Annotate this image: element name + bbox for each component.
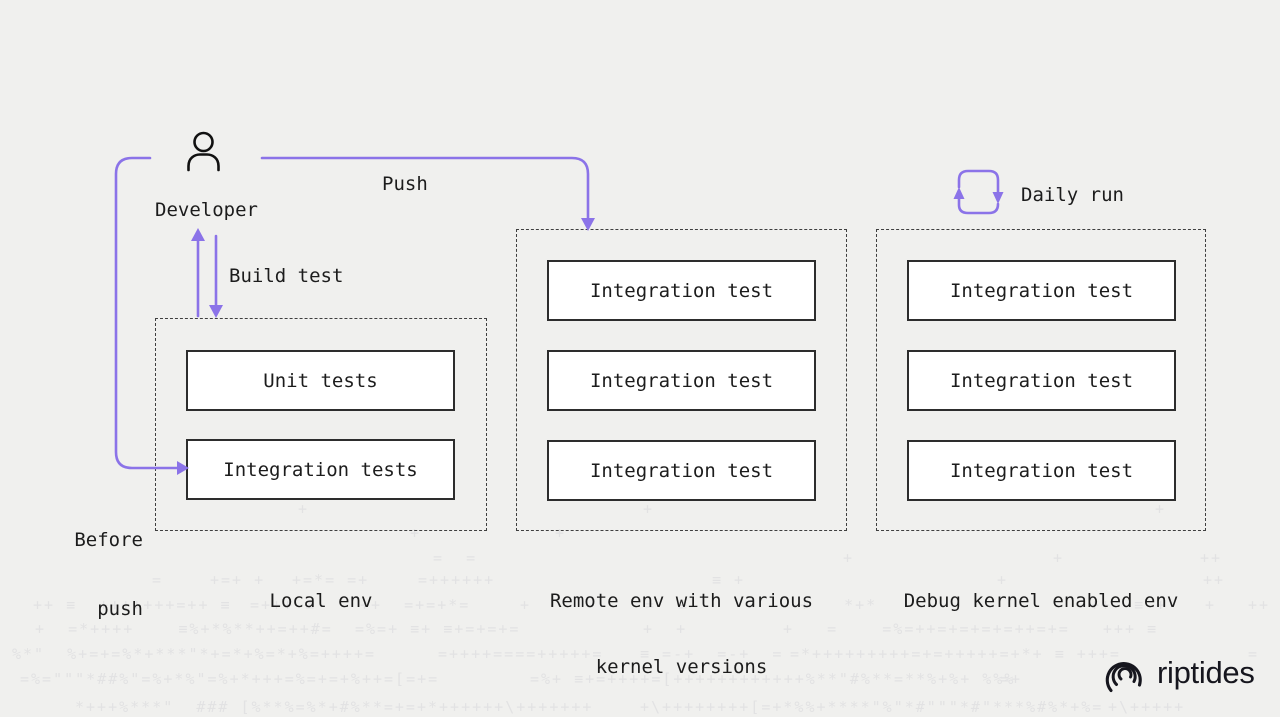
watermark-text: ++ =+=+*=	[360, 596, 471, 614]
watermark-text: *+++%***" ### [%**%=%*+#%**=+=+*++++++\+…	[75, 698, 594, 716]
watermark-text: ≡ =-+ =-+ =	[640, 645, 784, 663]
watermark-text: +	[520, 596, 532, 614]
integration-test-label: Integration test	[949, 459, 1134, 482]
developer-label: Developer	[155, 199, 258, 221]
watermark-text: =+	[1000, 670, 1023, 688]
watermark-text: ++	[1248, 596, 1271, 614]
remote-env-container: Integration test Integration test Integr…	[516, 229, 847, 531]
local-env-container: Unit tests Integration tests	[155, 318, 487, 531]
before-push-line-2: push	[97, 598, 143, 620]
riptides-wordmark: riptides	[1157, 655, 1255, 690]
watermark-text: + *+*	[800, 596, 878, 614]
integration-test-label: Integration test	[949, 279, 1134, 302]
watermark-text: +	[555, 524, 567, 542]
riptides-logo: riptides	[1103, 652, 1255, 698]
watermark-text: +	[643, 500, 655, 518]
integration-tests-box: Integration tests	[186, 439, 455, 500]
unit-tests-box: Unit tests	[186, 350, 455, 411]
watermark-text: =%+ ≡+=++++=[++++++++++++%**"#%**=**%+%+…	[530, 670, 1016, 688]
watermark-text: =++++====+++++=	[438, 645, 604, 663]
watermark-text: +	[1155, 500, 1167, 518]
local-env-caption: Local env	[155, 546, 487, 656]
integration-test-box: Integration test	[907, 350, 1176, 411]
watermark-text: +	[843, 549, 855, 567]
watermark-text: =++++++	[418, 571, 496, 589]
integration-test-label: Integration test	[589, 459, 774, 482]
watermark-text: =	[1248, 645, 1260, 663]
integration-test-label: Integration test	[589, 279, 774, 302]
watermark-text: +	[1205, 596, 1217, 614]
debug-env-container: Integration test Integration test Integr…	[876, 229, 1206, 531]
daily-run-label: Daily run	[1021, 184, 1124, 206]
remote-env-caption: Remote env with various kernel versions	[516, 546, 847, 717]
integration-test-box: Integration test	[547, 440, 816, 501]
daily-run-icon	[953, 169, 1004, 215]
unit-tests-label: Unit tests	[263, 369, 378, 392]
debug-env-caption-line: Debug kernel enabled env	[903, 590, 1179, 612]
watermark-text: + =*++++ ≡%+*%**++=++#=	[35, 620, 333, 638]
integration-tests-label: Integration tests	[223, 458, 418, 481]
riptides-swirl-icon	[1105, 662, 1142, 693]
build-test-label: Build test	[229, 265, 344, 287]
watermark-text: +	[997, 571, 1009, 589]
integration-test-box: Integration test	[907, 440, 1176, 501]
integration-test-label: Integration test	[589, 369, 774, 392]
watermark-text: =%=+ ≡+ ≡+=+=+=	[355, 620, 521, 638]
integration-test-box: Integration test	[907, 260, 1176, 321]
debug-env-caption: Debug kernel enabled env	[876, 546, 1206, 656]
watermark-text: + = =%=++=+=+=+=++=+= +++ ≡	[783, 620, 1159, 638]
watermark-text: ++ ≡ +	[1090, 596, 1168, 614]
watermark-text: +\++++++++[=+*%%+****"%"*#"""*#"***%#%*+…	[640, 698, 1104, 716]
remote-env-caption-line-2: kernel versions	[595, 656, 768, 678]
watermark-text: +	[410, 524, 422, 542]
watermark-text: +=*= =+	[292, 571, 370, 589]
watermark-text: =+++ ≡	[250, 596, 317, 614]
before-push-line-1: Before	[74, 529, 143, 551]
watermark-text: +	[1053, 549, 1065, 567]
watermark-text: =%="""*##%"=%+*%"=%+*+++=%=+=+%++=[=+=	[20, 670, 440, 688]
watermark-text: =	[152, 571, 164, 589]
watermark-text: ++ ≡ +++++++=++ ≡	[33, 596, 232, 614]
watermark-text: = ≡	[645, 596, 690, 614]
watermark-text: %*" %+=+=%*+***"*+=*+%=*+%=++++=	[12, 645, 377, 663]
watermark-text: +	[298, 500, 310, 518]
watermark-text: +=+ +	[210, 571, 266, 589]
integration-test-label: Integration test	[949, 369, 1134, 392]
watermark-text: ++	[1203, 571, 1226, 589]
watermark-text: + +	[643, 620, 688, 638]
local-env-caption-line: Local env	[269, 590, 373, 612]
integration-test-box: Integration test	[547, 350, 816, 411]
watermark-text: ≡ +	[712, 571, 746, 589]
watermark-text: = =	[433, 549, 478, 567]
integration-test-box: Integration test	[547, 260, 816, 321]
developer-icon	[187, 131, 220, 172]
watermark-text: =*+++++++++=+=+++++=+*+ ≡ +++=	[790, 645, 1121, 663]
push-label: Push	[382, 173, 428, 195]
watermark-text: +\+++++	[1108, 698, 1186, 716]
watermark-text: ++	[1200, 549, 1223, 567]
before-push-label: Before push	[40, 483, 143, 667]
remote-env-caption-line-1: Remote env with various	[549, 590, 814, 612]
